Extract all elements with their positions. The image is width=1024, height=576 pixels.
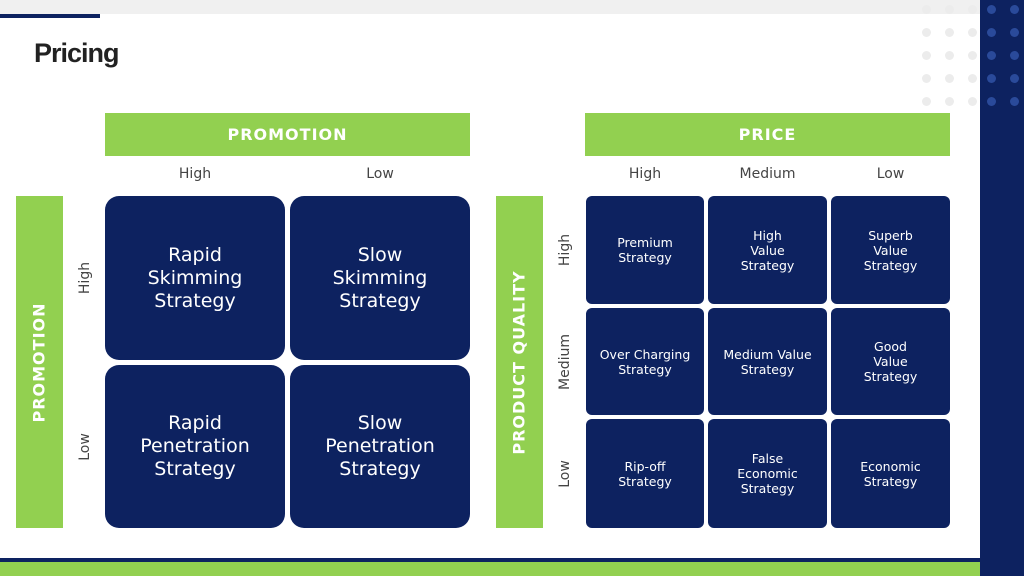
dot — [968, 28, 977, 37]
dot — [987, 28, 996, 37]
matrix-cell: Rapid Skimming Strategy — [105, 196, 285, 360]
dot — [987, 97, 996, 106]
matrix-cell: Economic Strategy — [831, 419, 950, 528]
right-top-header: PRICE — [585, 113, 950, 156]
right-row-label: Low — [550, 419, 580, 528]
left-side-header-text: PROMOTION — [30, 301, 49, 423]
left-col-label: Low — [366, 166, 394, 182]
matrix-cell: High Value Strategy — [708, 196, 827, 304]
matrix-cell: Rip-off Strategy — [586, 419, 704, 528]
matrix-cell: Slow Skimming Strategy — [290, 196, 470, 360]
bottom-green-band — [0, 562, 980, 576]
matrix-cell: Superb Value Strategy — [831, 196, 950, 304]
right-col-label: Medium — [739, 166, 796, 182]
right-row-label: High — [550, 196, 580, 304]
dot — [987, 5, 996, 14]
dot — [968, 74, 977, 83]
page-title: Pricing — [34, 38, 120, 68]
top-accent-line — [0, 14, 100, 18]
dot — [1010, 74, 1019, 83]
top-bar — [0, 0, 980, 14]
dot — [945, 51, 954, 60]
right-side-header: PRODUCT QUALITY — [496, 196, 543, 528]
dot — [922, 5, 931, 14]
dot — [968, 97, 977, 106]
matrix-cell: False Economic Strategy — [708, 419, 827, 528]
right-band — [980, 0, 1024, 576]
dot — [1010, 51, 1019, 60]
right-col-label: Low — [876, 166, 905, 182]
dot — [987, 74, 996, 83]
left-row-label-text: High — [77, 261, 93, 295]
matrix-cell: Medium Value Strategy — [708, 308, 827, 415]
dot — [987, 51, 996, 60]
dot — [1010, 97, 1019, 106]
right-row-label-text: Low — [556, 459, 573, 488]
matrix-cell: Over Charging Strategy — [586, 308, 704, 415]
right-row-label-text: Medium — [557, 333, 574, 390]
dot — [1010, 5, 1019, 14]
bottom-line — [0, 558, 980, 562]
dot — [945, 5, 954, 14]
dot — [968, 5, 977, 14]
right-col-label: High — [628, 166, 662, 182]
dot — [945, 28, 954, 37]
dot — [945, 97, 954, 106]
dot — [922, 28, 931, 37]
dot — [922, 51, 931, 60]
left-row-label-text: Low — [76, 432, 93, 461]
right-row-label: Medium — [550, 308, 580, 415]
dot — [922, 74, 931, 83]
left-row-label: Low — [70, 365, 100, 528]
matrix-cell: Good Value Strategy — [831, 308, 950, 415]
dot — [968, 51, 977, 60]
matrix-cell: Rapid Penetration Strategy — [105, 365, 285, 528]
dot — [945, 74, 954, 83]
right-side-header-text: PRODUCT QUALITY — [510, 269, 529, 455]
left-col-label: High — [178, 166, 212, 182]
matrix-cell: Slow Penetration Strategy — [290, 365, 470, 528]
matrix-cell: Premium Strategy — [586, 196, 704, 304]
left-top-header: PROMOTION — [105, 113, 470, 156]
dot — [922, 97, 931, 106]
left-side-header: PROMOTION — [16, 196, 63, 528]
right-row-label-text: High — [557, 233, 573, 267]
left-row-label: High — [70, 196, 100, 360]
dot — [1010, 28, 1019, 37]
